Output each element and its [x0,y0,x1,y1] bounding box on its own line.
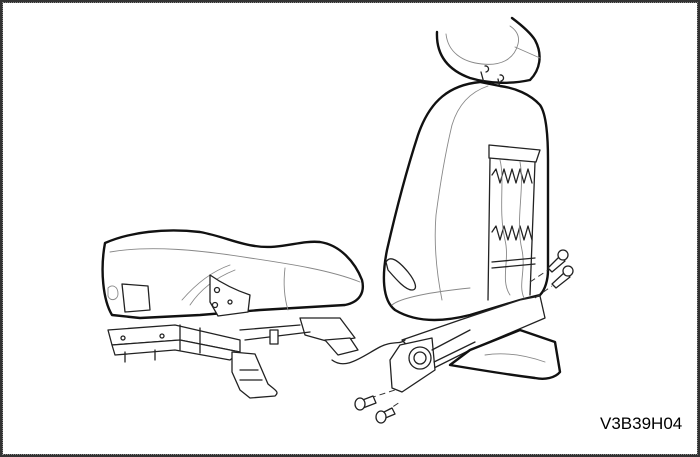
lower-mounting-bolts [354,389,401,424]
wiring-harness [331,339,406,365]
headrest [435,16,541,89]
figure-code-label: V3B39H04 [600,414,683,433]
seat-back [382,80,550,322]
seat-cushion [101,229,364,320]
seat-tracks [107,317,359,399]
upper-mounting-bolts [529,249,574,299]
recliner-bracket [389,295,562,393]
